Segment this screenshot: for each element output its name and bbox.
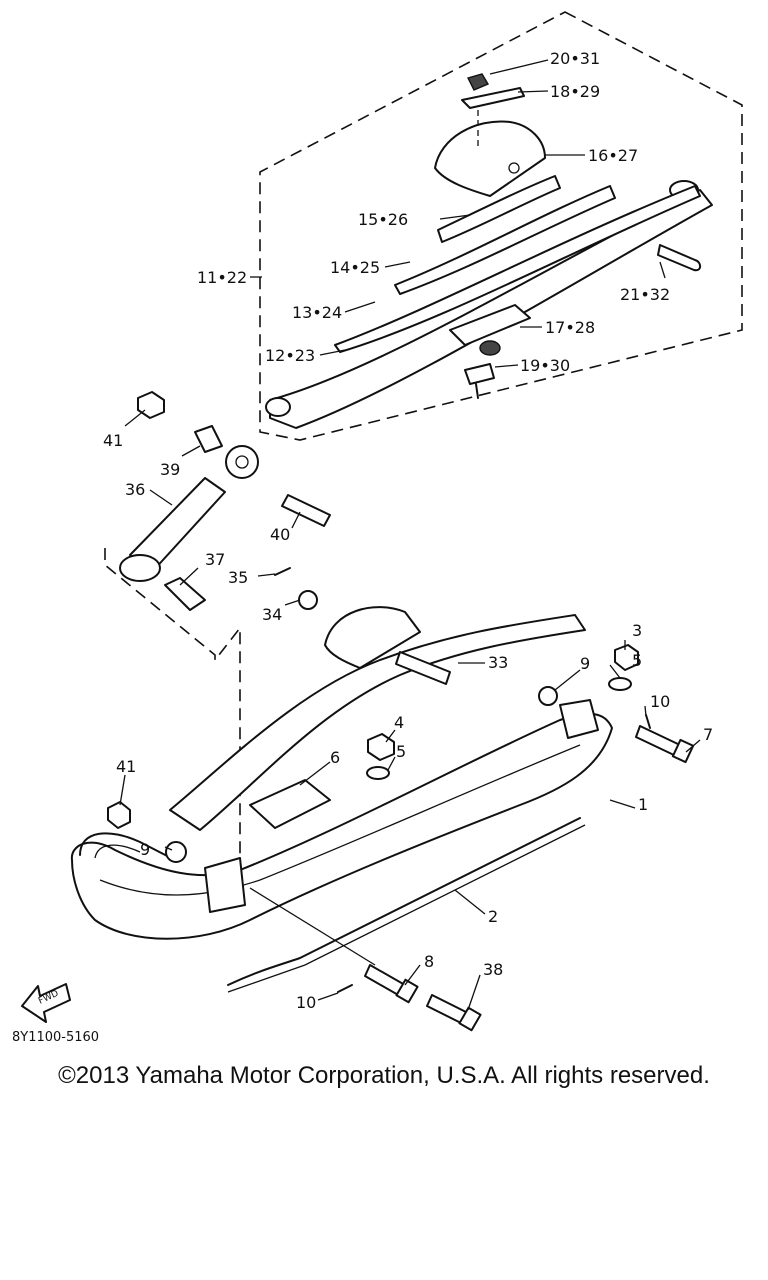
callout-13-24: 13•24 — [292, 303, 342, 322]
bolt-19-shank — [475, 383, 479, 399]
washer-5-left — [366, 766, 390, 780]
leaf-spring-12 — [269, 189, 713, 429]
bolt-8-head — [395, 978, 419, 1004]
callout-2: 2 — [488, 907, 498, 926]
seat-hole — [508, 162, 520, 174]
shock-eye-top — [225, 445, 259, 479]
pin-35 — [274, 567, 291, 576]
clamp-plate-18 — [461, 87, 525, 109]
ski-loop-handle — [79, 832, 176, 861]
callout-7: 7 — [703, 725, 713, 744]
bolt-7-head — [671, 738, 695, 764]
pin-10-bottom — [337, 984, 353, 993]
callout-37: 37 — [205, 550, 225, 569]
exploded-group-boundary — [259, 11, 743, 441]
washer-5-right — [608, 677, 632, 691]
nut-41-top — [137, 391, 165, 419]
bolt-38-head — [458, 1006, 482, 1032]
callout-3: 3 — [632, 621, 642, 640]
callout-4: 4 — [394, 713, 404, 732]
callout-12-23: 12•23 — [265, 346, 315, 365]
bolt-19 — [464, 363, 495, 385]
leaf-spring-14 — [394, 185, 616, 295]
callout-33: 33 — [488, 653, 508, 672]
callout-40: 40 — [270, 525, 290, 544]
callout-1: 1 — [638, 795, 648, 814]
callout-9-right: 9 — [580, 654, 590, 673]
spring-seat-16 — [434, 120, 546, 197]
bolt-7 — [635, 725, 681, 757]
axle-line — [249, 887, 376, 966]
callout-5-right: 5 — [632, 651, 642, 670]
assembled-leaf-spring — [169, 614, 586, 831]
nut-9-right — [538, 686, 558, 706]
leaf-spring-eye-front — [265, 397, 291, 417]
ski-mount-bracket — [204, 857, 246, 913]
bolt-20 — [466, 73, 490, 91]
bolt-40 — [281, 494, 331, 527]
leaf-spring-13 — [334, 185, 701, 353]
runner-2 — [227, 817, 581, 986]
callout-18-29: 18•29 — [550, 82, 600, 101]
shock-eye-top-inner — [235, 455, 249, 469]
leader-lines — [119, 59, 701, 1011]
callout-34: 34 — [262, 605, 282, 624]
collar-39 — [194, 425, 223, 453]
callout-10-top: 10 — [650, 692, 670, 711]
ski-loop-handle-inner — [94, 844, 141, 859]
bushing-21 — [657, 244, 702, 272]
callout-8: 8 — [424, 952, 434, 971]
callout-15-26: 15•26 — [358, 210, 408, 229]
nut-41-bottom — [107, 801, 131, 829]
copyright-notice: ©2013 Yamaha Motor Corporation, U.S.A. A… — [58, 1062, 710, 1089]
ski-body-1 — [70, 712, 613, 940]
assembled-spring-seat — [324, 606, 421, 669]
plate-17 — [449, 304, 531, 346]
pin-10-top — [645, 714, 651, 729]
collar-37 — [164, 577, 206, 611]
nut-3 — [614, 644, 639, 671]
callout-5-left: 5 — [396, 742, 406, 761]
bracket-6 — [249, 779, 331, 829]
shock-eye-bottom — [119, 554, 161, 582]
callout-20-31: 20•31 — [550, 49, 600, 68]
callout-16-27: 16•27 — [588, 146, 638, 165]
callout-6: 6 — [330, 748, 340, 767]
callout-38: 38 — [483, 960, 503, 979]
nut-9-left — [165, 841, 187, 863]
callout-11-22: 11•22 — [197, 268, 247, 287]
callout-19-30: 19•30 — [520, 356, 570, 375]
shock-leader-dash — [104, 548, 241, 890]
callout-10-bottom: 10 — [296, 993, 316, 1012]
bolt-33 — [395, 651, 451, 685]
callout-41-top: 41 — [103, 431, 123, 450]
nut-34 — [298, 590, 318, 610]
leaf-spring-15 — [437, 175, 561, 243]
callout-41-bottom: 41 — [116, 757, 136, 776]
ski-inner-line — [99, 744, 581, 896]
nut-4 — [367, 733, 395, 761]
ski-rear-mount — [559, 699, 599, 739]
callout-17-28: 17•28 — [545, 318, 595, 337]
callout-14-25: 14•25 — [330, 258, 380, 277]
callout-9-left: 9 — [140, 840, 150, 859]
fwd-arrow-icon — [21, 983, 71, 1023]
runner-2-lower — [227, 824, 586, 993]
callout-21-32: 21•32 — [620, 285, 670, 304]
plate-17-boss — [479, 340, 501, 356]
diagram-code: 8Y1100-5160 — [12, 1030, 100, 1045]
callout-39: 39 — [160, 460, 180, 479]
callout-36: 36 — [125, 480, 145, 499]
callout-35: 35 — [228, 568, 248, 587]
ski-parts-diagram: FWD 20•31 18 — [21, 11, 743, 1032]
